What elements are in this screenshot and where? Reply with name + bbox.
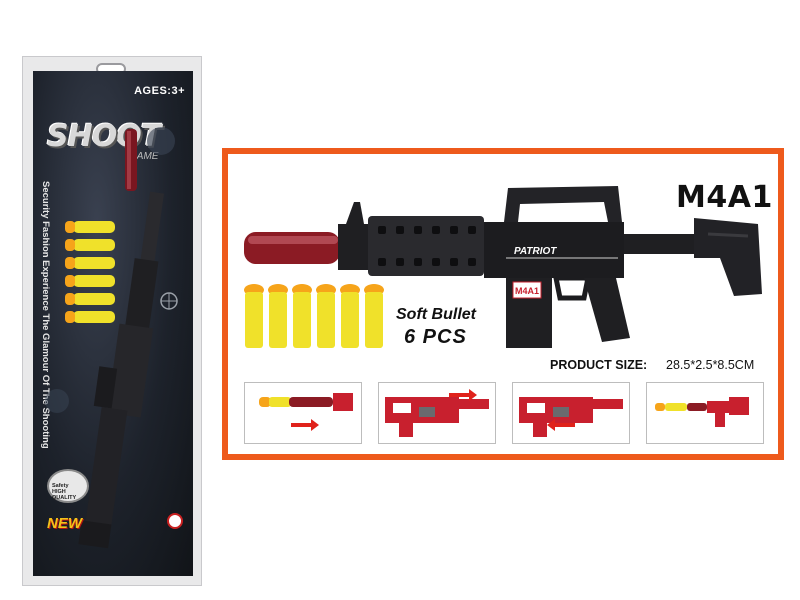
dart [316, 284, 336, 348]
brand-logo: SHOOT [47, 119, 161, 154]
pack-darts [65, 221, 115, 323]
new-label: NEW [47, 515, 82, 532]
step-2 [378, 382, 496, 444]
product-panel: PATRIOT M4A1 M4A1 [222, 148, 784, 460]
soft-darts [244, 284, 384, 348]
arrow-icon [291, 419, 319, 431]
receiver [484, 222, 624, 278]
warning-icon [167, 513, 183, 529]
step-3 [512, 382, 630, 444]
quality-badge: Safety HIGH QUALITY [47, 469, 89, 503]
age-label: AGES:3+ [134, 85, 185, 97]
pack-gun-body [78, 191, 164, 549]
pack-card: AGES:3+ SHOOT GAME Security Fashion Expe… [33, 71, 193, 576]
dart [244, 284, 264, 348]
gun-badge-text: M4A1 [515, 286, 539, 296]
dart [340, 284, 360, 348]
dart [268, 284, 288, 348]
instruction-steps [244, 382, 766, 448]
step-1 [244, 382, 362, 444]
carry-handle [504, 186, 622, 222]
arrow-icon [449, 389, 477, 401]
bullet-count: 6 PCS [404, 326, 467, 348]
rifle-illustration: PATRIOT M4A1 [244, 186, 762, 348]
pistol-grip [584, 278, 630, 342]
dart [292, 284, 312, 348]
size-label: PRODUCT SIZE: [550, 358, 648, 372]
bullet-label: Soft Bullet [396, 306, 476, 323]
model-title: M4A1 [676, 180, 773, 215]
dart [364, 284, 384, 348]
blister-pack: AGES:3+ SHOOT GAME Security Fashion Expe… [22, 56, 202, 586]
size-value: 28.5*2.5*8.5CM [666, 358, 755, 372]
handguard [368, 216, 484, 276]
arrow-icon [547, 419, 575, 431]
gun-brand-text: PATRIOT [514, 246, 557, 257]
buffer-tube [624, 234, 694, 254]
front-sight [346, 202, 364, 224]
packed-gun-illustration [45, 127, 178, 549]
stock [694, 218, 762, 296]
step-4 [646, 382, 764, 444]
brand-sub-logo: GAME [129, 151, 159, 162]
